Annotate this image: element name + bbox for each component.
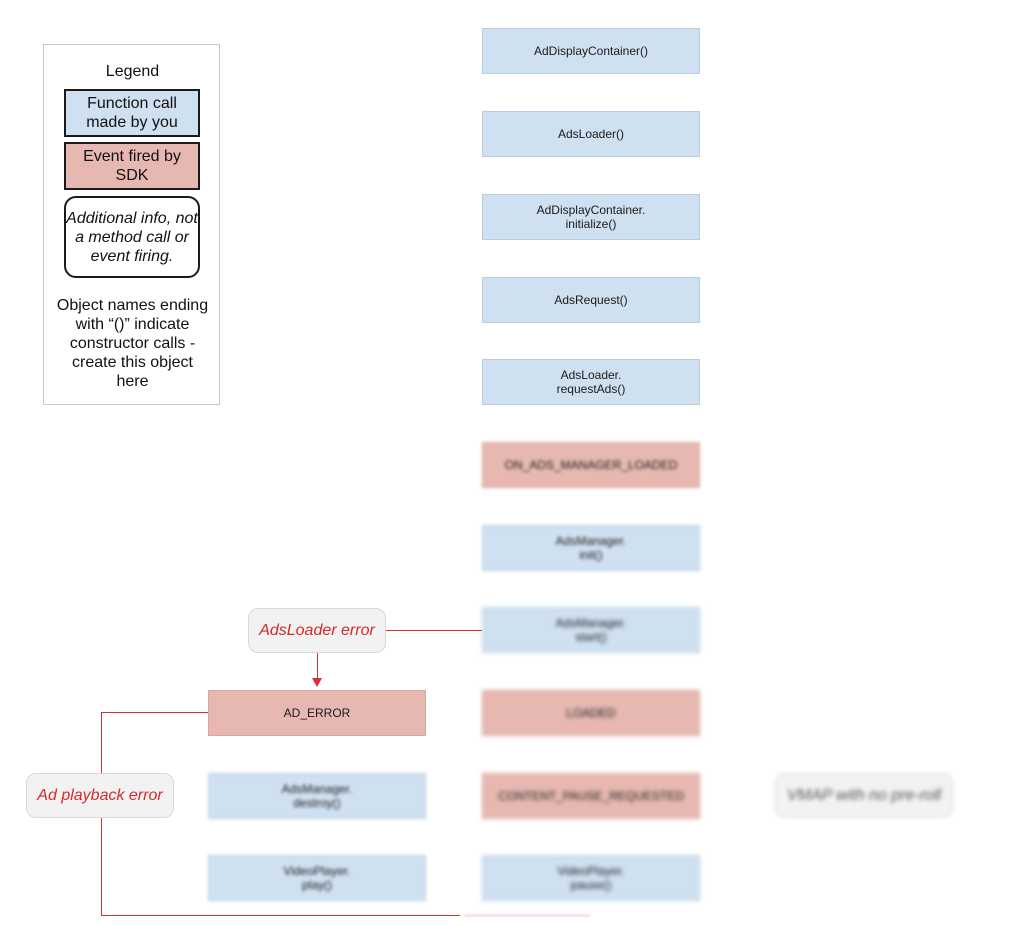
- flow-ad-error: AD_ERROR: [208, 690, 426, 736]
- callout-ad-playback-error: Ad playback error: [26, 773, 174, 818]
- node-label: AdsManager. init(): [555, 534, 627, 562]
- connector-playback-lower: [101, 818, 102, 915]
- flow-ads-manager-start: AdsManager. start(): [482, 607, 700, 653]
- node-label: AdsLoader. requestAds(): [556, 368, 626, 396]
- connector-playback-upper: [101, 712, 102, 773]
- node-label: LOADED: [566, 706, 616, 720]
- legend-note: Object names ending with “()” indicate c…: [56, 297, 209, 390]
- node-label: AD_ERROR: [283, 706, 351, 720]
- flow-ads-loader: AdsLoader(): [482, 111, 700, 157]
- node-label: AdsManager. destroy(): [281, 782, 353, 810]
- node-label: AdsRequest(): [554, 293, 628, 307]
- flow-video-player-play: VideoPlayer. play(): [208, 855, 426, 901]
- flow-loaded-event: LOADED: [482, 690, 700, 736]
- flow-ads-manager-init: AdsManager. init(): [482, 525, 700, 571]
- connector-bottom-faded: [464, 915, 590, 916]
- node-label: CONTENT_PAUSE_REQUESTED: [498, 789, 684, 803]
- flow-on-ads-manager-loaded: ON_ADS_MANAGER_LOADED: [482, 442, 700, 488]
- legend-function-call: Function call made by you: [64, 89, 200, 137]
- arrow-down-icon: [312, 678, 322, 687]
- node-label: AdsManager. start(): [555, 616, 627, 644]
- connector-ads-loader-error: [386, 630, 482, 631]
- node-label: AdDisplayContainer. initialize(): [536, 203, 646, 231]
- node-label: AdDisplayContainer(): [533, 44, 649, 58]
- callout-vmap-no-preroll: VMAP with no pre-roll: [775, 773, 953, 818]
- callout-ads-loader-error: AdsLoader error: [248, 608, 386, 653]
- node-label: AdsLoader(): [557, 127, 625, 141]
- legend-additional-info: Additional info, not a method call or ev…: [64, 196, 200, 278]
- flow-video-player-pause: VideoPlayer. pause(): [482, 855, 700, 901]
- legend-title: Legend: [105, 63, 160, 80]
- node-label: ON_ADS_MANAGER_LOADED: [504, 458, 678, 472]
- flow-request-ads: AdsLoader. requestAds(): [482, 359, 700, 405]
- connector-to-ad-error: [317, 653, 318, 679]
- node-label: VideoPlayer. play(): [283, 864, 351, 892]
- connector-ad-error-left: [101, 712, 208, 713]
- connector-bottom: [101, 915, 460, 916]
- flow-ads-manager-destroy: AdsManager. destroy(): [208, 773, 426, 819]
- flow-ad-display-container: AdDisplayContainer(): [482, 28, 700, 74]
- flow-ad-display-container-initialize: AdDisplayContainer. initialize(): [482, 194, 700, 240]
- legend-panel: Legend Function call made by you Event f…: [43, 44, 220, 405]
- flow-content-pause-requested: CONTENT_PAUSE_REQUESTED: [482, 773, 700, 819]
- flow-ads-request: AdsRequest(): [482, 277, 700, 323]
- legend-event-fired: Event fired by SDK: [64, 142, 200, 190]
- node-label: VideoPlayer. pause(): [557, 864, 625, 892]
